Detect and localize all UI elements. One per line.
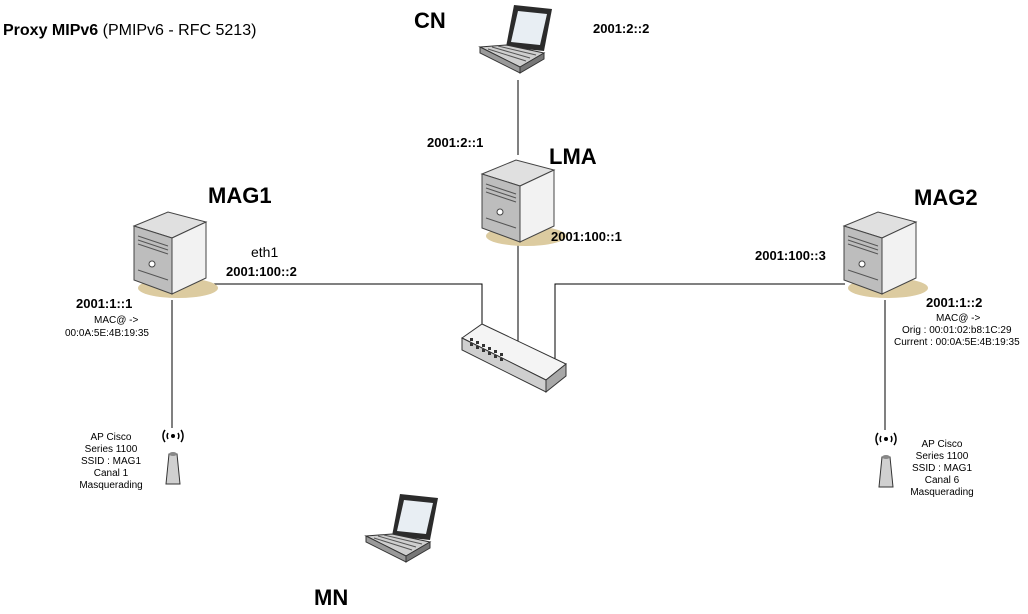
access-point-icon: [875, 432, 897, 488]
mag1-label: MAG1: [208, 183, 272, 208]
server-icon: [132, 211, 218, 298]
mag1-mac-title: MAC@ ->: [94, 315, 139, 326]
link-mag1-switch: [212, 283, 483, 330]
mag2-label: MAG2: [914, 185, 978, 210]
mag1-mac: 00:0A:5E:4B:19:35: [65, 328, 149, 339]
laptop-icon: [478, 5, 552, 74]
mag2-mac-orig: Orig : 00:01:02:b8:1C:29: [902, 325, 1012, 336]
diagram-title: Proxy MIPv6 (PMIPv6 - RFC 5213): [3, 22, 257, 39]
server-icon: [480, 159, 566, 246]
mag1-address-access: 2001:1::1: [76, 296, 133, 311]
lma-label: LMA: [549, 144, 597, 169]
laptop-icon: [364, 494, 438, 563]
mag2-address-net: 2001:100::3: [755, 248, 826, 263]
mag1-address-net: 2001:100::2: [226, 264, 297, 279]
mn-label: MN: [314, 585, 349, 610]
switch-icon: [461, 323, 567, 394]
mag2-mac-title: MAC@ ->: [936, 313, 981, 324]
mag2-mac-current: Current : 00:0A:5E:4B:19:35: [894, 337, 1020, 348]
lma-address-bottom: 2001:100::1: [551, 229, 622, 244]
mag2-address-access: 2001:1::2: [926, 295, 983, 310]
link-mag2-switch: [554, 283, 845, 365]
access-point-icon: [162, 429, 184, 485]
lma-address-top: 2001:2::1: [427, 135, 484, 150]
mag1-interface: eth1: [251, 244, 279, 260]
server-icon: [842, 211, 928, 298]
cn-address: 2001:2::2: [593, 21, 650, 36]
cn-label: CN: [414, 8, 446, 33]
